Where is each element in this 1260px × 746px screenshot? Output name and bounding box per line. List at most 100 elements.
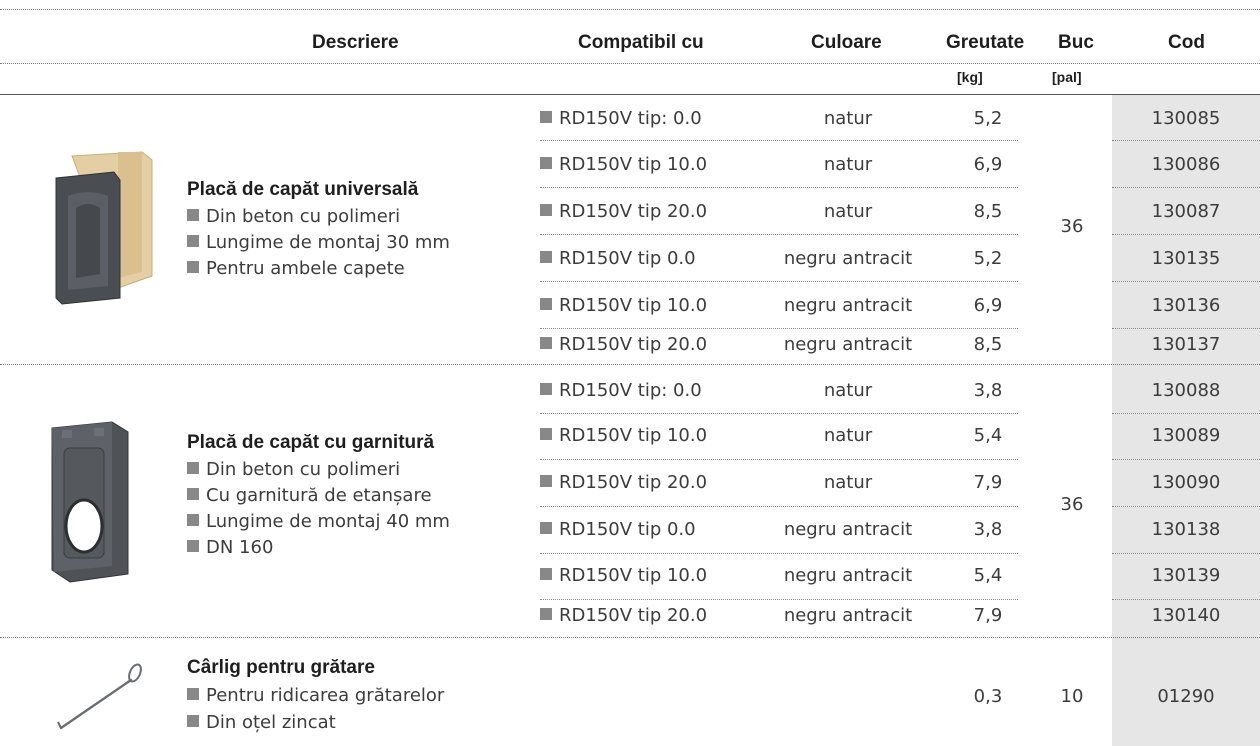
header-bottom-border xyxy=(0,94,1260,95)
code-column-background xyxy=(1112,95,1260,746)
compat-cell: RD150V tip 20.0 xyxy=(540,201,707,223)
color-cell: natur xyxy=(823,472,873,493)
weight-cell: 3,8 xyxy=(973,519,1003,540)
header-compatible: Compatibil cu xyxy=(578,32,704,53)
row-divider xyxy=(1112,187,1260,188)
bullet-square-icon xyxy=(187,540,199,552)
compat-cell: RD150V tip 10.0 xyxy=(540,154,707,176)
row-divider xyxy=(540,413,1018,414)
compat-cell: RD150V tip: 0.0 xyxy=(540,108,702,130)
product-title: Cârlig pentru grătare xyxy=(187,657,375,678)
code-cell: 130086 xyxy=(1151,154,1221,175)
bullet-square-icon xyxy=(187,514,199,526)
row-divider xyxy=(540,140,1018,141)
bullet-square-icon xyxy=(187,261,199,273)
weight-cell: 6,9 xyxy=(973,154,1003,175)
weight-cell: 6,9 xyxy=(973,295,1003,316)
color-cell: natur xyxy=(823,154,873,175)
color-cell: negru antracit xyxy=(783,519,913,540)
bullet-square-icon xyxy=(540,157,552,169)
bullet-square-icon xyxy=(540,428,552,440)
row-divider xyxy=(1112,281,1260,282)
compat-cell: RD150V tip 20.0 xyxy=(540,472,707,494)
header-weight: Greutate xyxy=(946,32,1025,53)
bullet-square-icon xyxy=(540,298,552,310)
group-divider xyxy=(0,364,1260,365)
code-cell: 130139 xyxy=(1151,565,1221,586)
bullet-square-icon xyxy=(540,111,552,123)
code-cell: 130088 xyxy=(1151,380,1221,401)
compat-cell: RD150V tip 0.0 xyxy=(540,248,696,270)
code-cell: 130138 xyxy=(1151,519,1221,540)
product-bullet: Cu garnitură de etanșare xyxy=(187,485,432,506)
header-divider xyxy=(0,63,1260,64)
bullet-square-icon xyxy=(540,204,552,216)
product-title: Placă de capăt cu garnitură xyxy=(187,432,435,453)
product-bullet: Din oțel zincat xyxy=(187,712,336,733)
row-divider xyxy=(1112,459,1260,460)
row-divider xyxy=(1112,234,1260,235)
end-plate-universal-image xyxy=(55,151,153,305)
header-weight-unit: [kg] xyxy=(957,69,983,85)
row-divider xyxy=(540,328,1018,329)
product-bullet: Din beton cu polimeri xyxy=(187,206,400,227)
row-divider xyxy=(1112,553,1260,554)
buc-value: 36 xyxy=(1060,494,1084,515)
color-cell: negru antracit xyxy=(783,605,913,626)
compat-cell: RD150V tip 10.0 xyxy=(540,295,707,317)
weight-cell: 5,2 xyxy=(973,248,1003,269)
bullet-square-icon xyxy=(540,337,552,349)
code-cell: 130089 xyxy=(1151,425,1221,446)
weight-cell: 3,8 xyxy=(973,380,1003,401)
header-buc-unit: [pal] xyxy=(1052,69,1082,85)
code-cell: 130087 xyxy=(1151,201,1221,222)
weight-cell: 5,2 xyxy=(973,108,1003,129)
code-cell: 130085 xyxy=(1151,108,1221,129)
color-cell: negru antracit xyxy=(783,295,913,316)
bullet-square-icon xyxy=(540,251,552,263)
bullet-square-icon xyxy=(540,568,552,580)
product-bullet: Din beton cu polimeri xyxy=(187,459,400,480)
product-bullet: Lungime de montaj 40 mm xyxy=(187,511,450,532)
group-divider xyxy=(0,637,1260,638)
bullet-square-icon xyxy=(540,383,552,395)
header-buc: Buc xyxy=(1058,32,1094,53)
row-divider xyxy=(540,553,1018,554)
weight-cell: 5,4 xyxy=(973,425,1003,446)
weight-cell: 8,5 xyxy=(973,334,1003,355)
compat-cell: RD150V tip 20.0 xyxy=(540,605,707,627)
end-plate-gasket-image xyxy=(51,421,129,583)
color-cell: natur xyxy=(823,108,873,129)
buc-value: 10 xyxy=(1060,686,1084,707)
grate-hook-image xyxy=(57,663,142,730)
color-cell: natur xyxy=(823,380,873,401)
row-divider xyxy=(540,506,1018,507)
product-bullet: Pentru ridicarea grătarelor xyxy=(187,685,444,706)
row-divider xyxy=(540,281,1018,282)
compat-cell: RD150V tip 10.0 xyxy=(540,425,707,447)
row-divider xyxy=(1112,413,1260,414)
code-cell: 130137 xyxy=(1151,334,1221,355)
compat-cell: RD150V tip 10.0 xyxy=(540,565,707,587)
product-title: Placă de capăt universală xyxy=(187,179,419,200)
bullet-square-icon xyxy=(540,608,552,620)
bullet-square-icon xyxy=(187,488,199,500)
bullet-square-icon xyxy=(187,209,199,221)
row-divider xyxy=(540,187,1018,188)
color-cell: negru antracit xyxy=(783,334,913,355)
product-bullet: Pentru ambele capete xyxy=(187,258,405,279)
row-divider xyxy=(540,234,1018,235)
compat-cell: RD150V tip: 0.0 xyxy=(540,380,702,402)
product-bullet: Lungime de montaj 30 mm xyxy=(187,232,450,253)
bullet-square-icon xyxy=(187,462,199,474)
code-cell: 01290 xyxy=(1157,686,1215,707)
bullet-square-icon xyxy=(187,688,199,700)
color-cell: natur xyxy=(823,425,873,446)
row-divider xyxy=(1112,506,1260,507)
header-code: Cod xyxy=(1168,32,1205,53)
weight-cell: 5,4 xyxy=(973,565,1003,586)
bullet-square-icon xyxy=(540,475,552,487)
color-cell: natur xyxy=(823,201,873,222)
header-description: Descriere xyxy=(312,32,399,53)
weight-cell: 8,5 xyxy=(973,201,1003,222)
